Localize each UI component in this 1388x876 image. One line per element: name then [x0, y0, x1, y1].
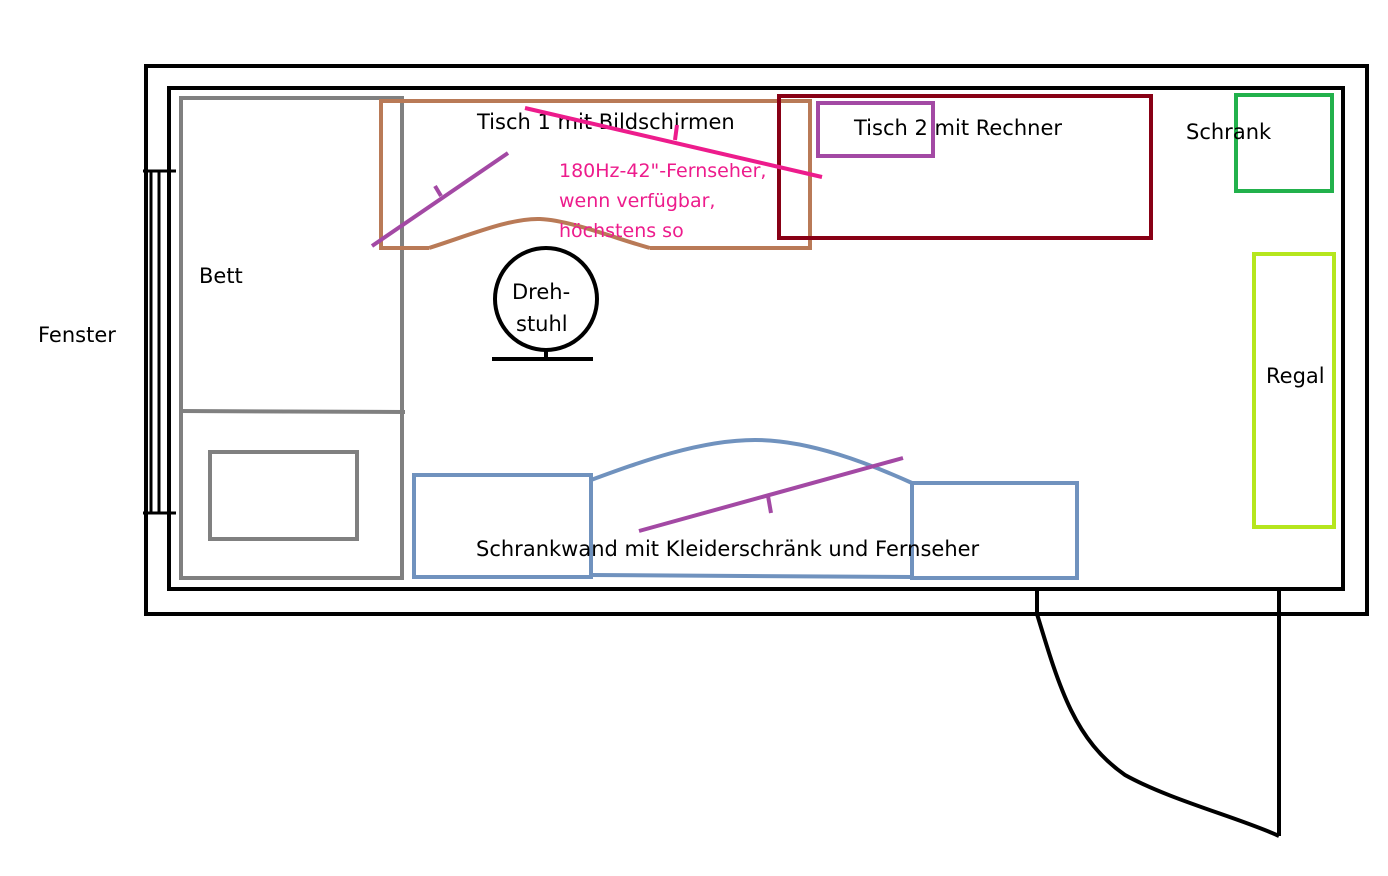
- door: [1035, 589, 1281, 838]
- outer-wall: [144, 64, 1369, 616]
- tv-note-line-3: höchstens so: [559, 220, 684, 242]
- tv-note-line-2: wenn verfügbar,: [559, 190, 715, 212]
- tv: [638, 456, 904, 533]
- swivel-chair: [492, 246, 599, 361]
- window: [143, 169, 176, 515]
- inner-wall: [167, 86, 1345, 591]
- wardrobe-wall-label: Schrankwand mit Kleiderschränk und Ferns…: [476, 537, 980, 561]
- cabinet: [1234, 93, 1334, 193]
- chair-label-line-2: stuhl: [516, 312, 568, 336]
- bed-label: Bett: [199, 264, 243, 288]
- tv-size-line: [524, 106, 823, 179]
- shelf-label: Regal: [1266, 364, 1325, 388]
- computer: [816, 101, 935, 158]
- monitor: [370, 151, 510, 248]
- tv-note-line-1: 180Hz-42"-Fernseher,: [559, 160, 766, 182]
- bed: [178, 96, 406, 580]
- chair-label-line-1: Dreh-: [512, 280, 570, 304]
- shelf: [1252, 252, 1336, 529]
- wardrobe-wall: [412, 437, 1079, 580]
- desk-1: [379, 99, 812, 250]
- desk-1-label: Tisch 1 mit Bildschirmen: [476, 110, 735, 134]
- desk-2-label: Tisch 2 mit Rechner: [853, 116, 1062, 140]
- cabinet-label: Schrank: [1186, 120, 1272, 144]
- window-label: Fenster: [38, 323, 116, 347]
